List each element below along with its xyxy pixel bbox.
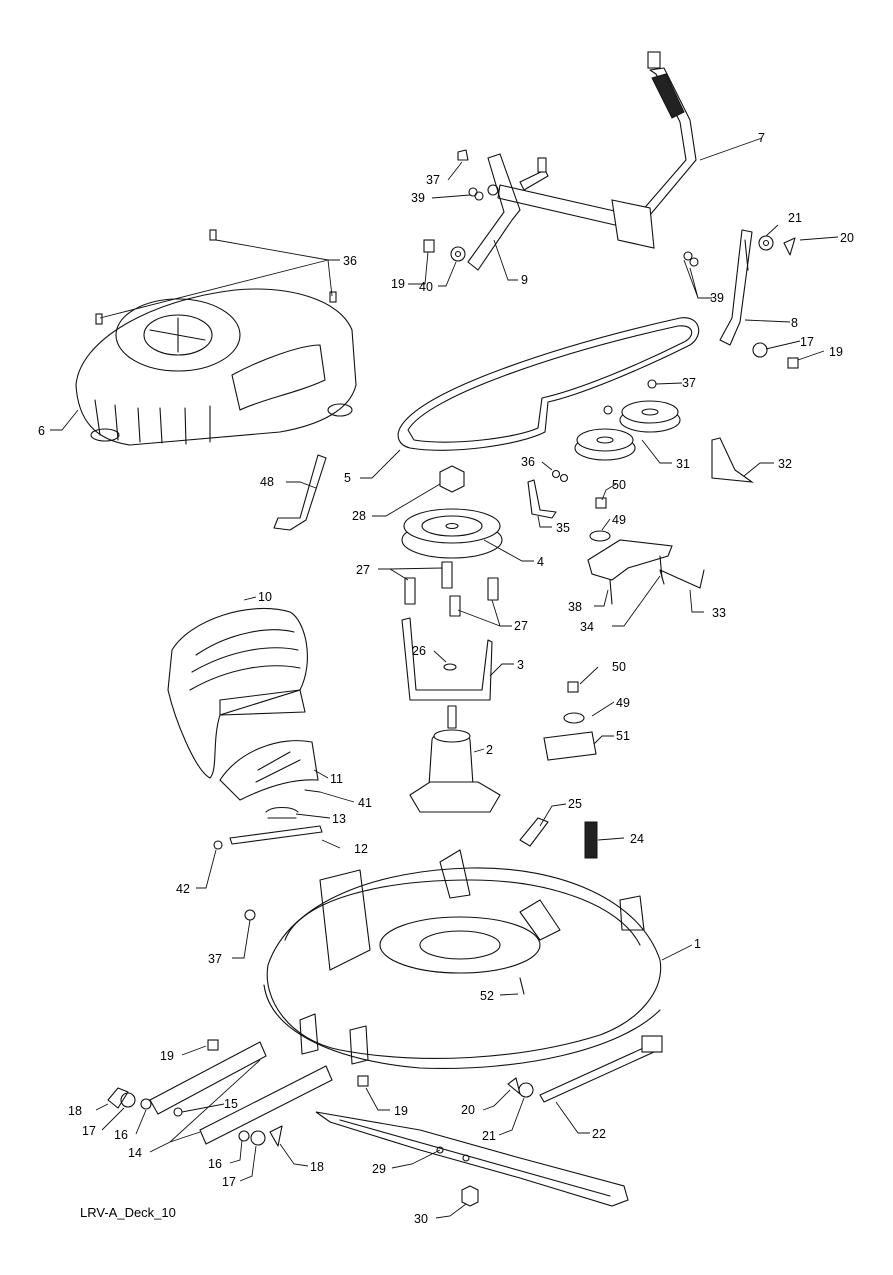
callout-52: 52 [480,989,494,1003]
callout-28: 28 [352,509,366,523]
diagram-caption: LRV-A_Deck_10 [80,1205,176,1220]
callout-6: 6 [38,424,45,438]
part-lower-hardware [543,681,597,761]
callout-27-left: 27 [356,563,370,577]
part-lift-handle [467,51,697,271]
part-bolts-27 [404,561,499,617]
callout-7: 7 [758,131,765,145]
callout-16-bottom: 16 [208,1157,222,1171]
callout-33: 33 [712,606,726,620]
part-spindle-assembly [401,617,501,813]
callout-26: 26 [412,644,426,658]
callout-41: 41 [358,796,372,810]
callout-17-right: 17 [800,335,814,349]
callout-37-top: 37 [426,173,440,187]
callout-5: 5 [344,471,351,485]
part-mower-deck [244,849,662,1069]
callout-50-top: 50 [612,478,626,492]
callout-4: 4 [537,555,544,569]
callout-19-right: 19 [829,345,843,359]
callout-39-left: 39 [411,191,425,205]
callout-25: 25 [568,797,582,811]
part-rod-48 [273,454,327,531]
callout-16-left: 16 [114,1128,128,1142]
callout-27-right: 27 [514,619,528,633]
callout-31: 31 [676,457,690,471]
callout-20-bottom: 20 [461,1103,475,1117]
part-rod-22 [539,1035,663,1103]
part-idler-pulleys [574,379,681,461]
part-drive-belt [397,317,700,451]
callout-19-top: 19 [391,277,405,291]
callout-17-left: 17 [82,1124,96,1138]
callout-51: 51 [616,729,630,743]
callout-8: 8 [791,316,798,330]
part-idler-arm [587,497,705,605]
callout-20-top: 20 [840,231,854,245]
part-lift-bracket [423,149,799,369]
callout-30: 30 [414,1212,428,1226]
part-discharge-chute [167,608,308,779]
callout-18-left: 18 [68,1104,82,1118]
callout-19-bottom: 19 [394,1104,408,1118]
callout-3: 3 [517,658,524,672]
callout-34: 34 [580,620,594,634]
callout-48: 48 [260,475,274,489]
callout-29: 29 [372,1162,386,1176]
callout-12: 12 [354,842,368,856]
part-chute-deflector [213,740,323,850]
callout-39-right: 39 [710,291,724,305]
callout-37-mid: 37 [682,376,696,390]
callout-36-top: 36 [343,254,357,268]
callout-labels: 37 39 19 40 9 39 7 21 20 8 17 19 36 6 5 … [38,131,854,1226]
part-belt-cover [75,229,357,446]
callout-24: 24 [630,832,644,846]
callout-11: 11 [330,772,343,786]
callout-13: 13 [332,812,346,826]
callout-49-top: 49 [612,513,626,527]
callout-1: 1 [694,937,701,951]
callout-49-bottom: 49 [616,696,630,710]
callout-18-bottom: 18 [310,1160,324,1174]
callout-22: 22 [592,1127,606,1141]
part-blade [315,1111,629,1207]
callout-19-left: 19 [160,1049,174,1063]
callout-17-bottom: 17 [222,1175,236,1189]
callout-37-bottom: 37 [208,952,222,966]
callout-10: 10 [258,590,272,604]
callout-21-bottom: 21 [482,1129,496,1143]
callout-50-bottom: 50 [612,660,626,674]
part-spring-24 [519,817,598,859]
part-bracket-32 [711,437,755,483]
callout-35: 35 [556,521,570,535]
callout-38: 38 [568,600,582,614]
callout-40: 40 [419,280,433,294]
part-main-pulley [401,465,503,559]
callout-15: 15 [224,1097,238,1111]
callout-9: 9 [521,273,528,287]
part-lift-links [107,1039,534,1147]
callout-36-mid: 36 [521,455,535,469]
part-bracket-35 [527,469,569,519]
callout-32: 32 [778,457,792,471]
callout-21-top: 21 [788,211,802,225]
callout-2: 2 [486,743,493,757]
leader-lines [50,137,839,1219]
callout-42: 42 [176,882,190,896]
callout-14: 14 [128,1146,142,1160]
